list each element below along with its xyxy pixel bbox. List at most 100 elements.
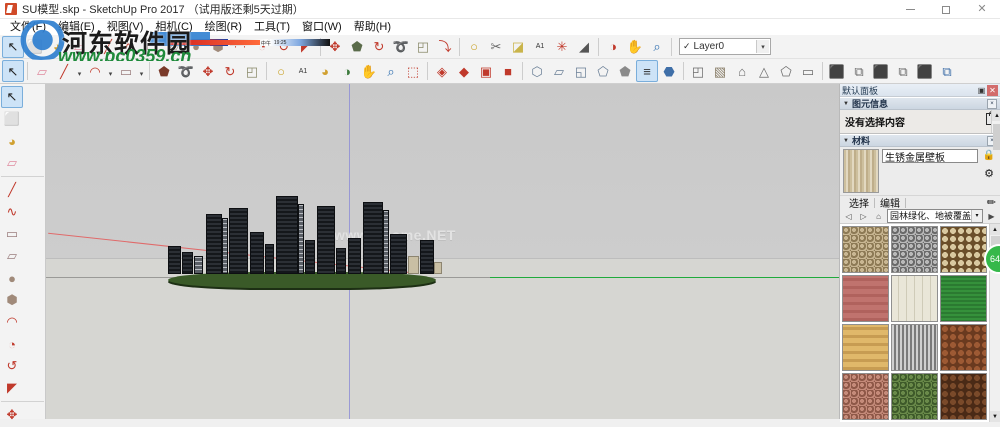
menu-tools[interactable]: 工具(T): [253, 21, 290, 33]
left-paint-bucket-tool[interactable]: ◕: [1, 130, 23, 152]
view-top[interactable]: ▧: [709, 60, 731, 82]
rotate-tool-large[interactable]: ↻: [219, 60, 241, 82]
pin-icon[interactable]: ▣: [977, 85, 986, 95]
layer-color[interactable]: ⬛: [914, 60, 936, 82]
details-icon[interactable]: ▶: [988, 211, 995, 221]
left-circle-tool[interactable]: ●: [1, 267, 23, 289]
followme-tool[interactable]: ➰: [390, 36, 412, 58]
circle-tool[interactable]: ●: [185, 36, 207, 58]
swatch-grass-green[interactable]: [940, 275, 987, 322]
menu-camera[interactable]: 相机(C): [155, 21, 193, 33]
view-front[interactable]: ⌂: [731, 60, 753, 82]
menu-edit[interactable]: 编辑(E): [58, 21, 95, 33]
zoom-extents-large[interactable]: ⬚: [402, 60, 424, 82]
section-header-entity-info[interactable]: ▼ 图元信息 ×: [840, 97, 1000, 110]
model-viewport[interactable]: www.pHome.NET: [46, 84, 839, 419]
3d-text-tool[interactable]: ◢: [573, 36, 595, 58]
freehand-tool[interactable]: ∿: [119, 36, 141, 58]
shapes-tool-large[interactable]: ▭: [115, 60, 137, 82]
rectangle-tool[interactable]: ▭: [141, 36, 163, 58]
make-component-tool[interactable]: ⬜: [24, 36, 46, 58]
back-icon[interactable]: ◁: [845, 211, 852, 221]
line-tool-large[interactable]: ╱: [53, 60, 75, 82]
menu-help[interactable]: 帮助(H): [353, 21, 391, 33]
paint-bucket-large[interactable]: ◕: [314, 60, 336, 82]
tab-select[interactable]: 选择: [849, 199, 869, 210]
select-tool-large[interactable]: ↖: [2, 60, 24, 82]
axes-tool[interactable]: ✳: [551, 36, 573, 58]
sample-paint-icon[interactable]: ⚙: [984, 168, 994, 180]
arc-tool[interactable]: ◠: [229, 36, 251, 58]
view-iso[interactable]: ◰: [687, 60, 709, 82]
protractor-tool[interactable]: ◪: [507, 36, 529, 58]
pushpull-tool[interactable]: ⬟: [346, 36, 368, 58]
forward-icon[interactable]: ▷: [860, 211, 867, 221]
style-wireframe[interactable]: ◱: [570, 60, 592, 82]
style-monochrome[interactable]: ⬣: [658, 60, 680, 82]
scroll-up-icon[interactable]: ▲: [990, 224, 1000, 235]
zoom-tool[interactable]: ⌕: [646, 36, 668, 58]
swatch-hedge-green[interactable]: [891, 373, 938, 420]
paint-bucket-tool[interactable]: ◕: [46, 36, 68, 58]
pie-tool[interactable]: ◤: [295, 36, 317, 58]
pencil-tool[interactable]: ╱: [97, 36, 119, 58]
pan-tool-large[interactable]: ✋: [358, 60, 380, 82]
eyedropper-icon[interactable]: ✏: [986, 197, 996, 209]
layer-lock[interactable]: ⧉: [936, 60, 958, 82]
arc-tool-large[interactable]: ◠: [84, 60, 106, 82]
swatch-paver-light[interactable]: [891, 275, 938, 322]
maximize-button[interactable]: [928, 0, 964, 19]
city-block-model[interactable]: [162, 186, 443, 289]
left-two-point-arc-tool[interactable]: ◔: [1, 333, 23, 355]
move-tool-large[interactable]: ✥: [197, 60, 219, 82]
left-rectangle-tool[interactable]: ▭: [1, 223, 23, 245]
left-arc-tool[interactable]: ◠: [1, 311, 23, 333]
swatch-bark-dark[interactable]: [940, 373, 987, 420]
style-shaded[interactable]: ⬟: [614, 60, 636, 82]
rotate-tool[interactable]: ↻: [368, 36, 390, 58]
tape-measure-tool[interactable]: ○: [463, 36, 485, 58]
dropdown-caret-icon[interactable]: ▾: [77, 71, 82, 78]
left-polygon-tool[interactable]: ⬢: [1, 289, 23, 311]
section-plane-tool[interactable]: ◈: [431, 60, 453, 82]
entity-info-scrollbar[interactable]: ▲: [991, 110, 1000, 150]
view-left[interactable]: ▭: [797, 60, 819, 82]
left-select-tool[interactable]: ↖: [1, 86, 23, 108]
material-library-dropdown[interactable]: 园林绿化、地被覆盖 ▾: [887, 209, 983, 223]
style-hidden-line[interactable]: ⬠: [592, 60, 614, 82]
zoom-tool-large[interactable]: ⌕: [380, 60, 402, 82]
material-name-input[interactable]: [882, 149, 978, 163]
layer-group[interactable]: ⬛: [870, 60, 892, 82]
scale-tool-large[interactable]: ◰: [241, 60, 263, 82]
display-section-cuts[interactable]: ▣: [475, 60, 497, 82]
dropdown-caret-icon[interactable]: ▾: [139, 71, 144, 78]
swatch-pebbles[interactable]: [940, 226, 987, 273]
offset-tool[interactable]: ⤵: [434, 36, 456, 58]
tab-edit[interactable]: 编辑: [880, 199, 900, 210]
menu-window[interactable]: 窗口(W): [302, 21, 342, 33]
scale-tool[interactable]: ◰: [412, 36, 434, 58]
swatch-gravel-beige[interactable]: [842, 226, 889, 273]
close-button[interactable]: ✕: [977, 3, 987, 15]
dropdown-caret-icon[interactable]: ▾: [108, 71, 113, 78]
left-eraser-tool[interactable]: ▱: [1, 152, 23, 174]
style-shaded-textures[interactable]: ≡: [636, 60, 658, 82]
menu-draw[interactable]: 绘图(R): [204, 21, 242, 33]
eraser-tool[interactable]: ▱: [68, 36, 90, 58]
left-move-tool[interactable]: ✥: [1, 404, 23, 426]
dimension-tool[interactable]: ✂: [485, 36, 507, 58]
scroll-down-icon[interactable]: ▼: [990, 411, 1000, 422]
left-three-point-arc-tool[interactable]: ↺: [1, 355, 23, 377]
left-pencil-tool[interactable]: ╱: [1, 179, 23, 201]
two-point-arc-tool[interactable]: ◔: [251, 36, 273, 58]
followme-tool-large[interactable]: ➰: [175, 60, 197, 82]
material-preview-swatch[interactable]: [843, 149, 879, 193]
scrollbar-thumb[interactable]: [993, 124, 1000, 150]
text-tool[interactable]: A1: [529, 36, 551, 58]
left-rotated-rectangle-tool[interactable]: ▱: [1, 245, 23, 267]
three-point-arc-tool[interactable]: ↺: [273, 36, 295, 58]
scroll-up-icon[interactable]: ▲: [992, 110, 1000, 121]
text-tool-large[interactable]: A1: [292, 60, 314, 82]
select-tool[interactable]: ↖: [2, 35, 24, 58]
swatch-gravel-gray[interactable]: [891, 226, 938, 273]
